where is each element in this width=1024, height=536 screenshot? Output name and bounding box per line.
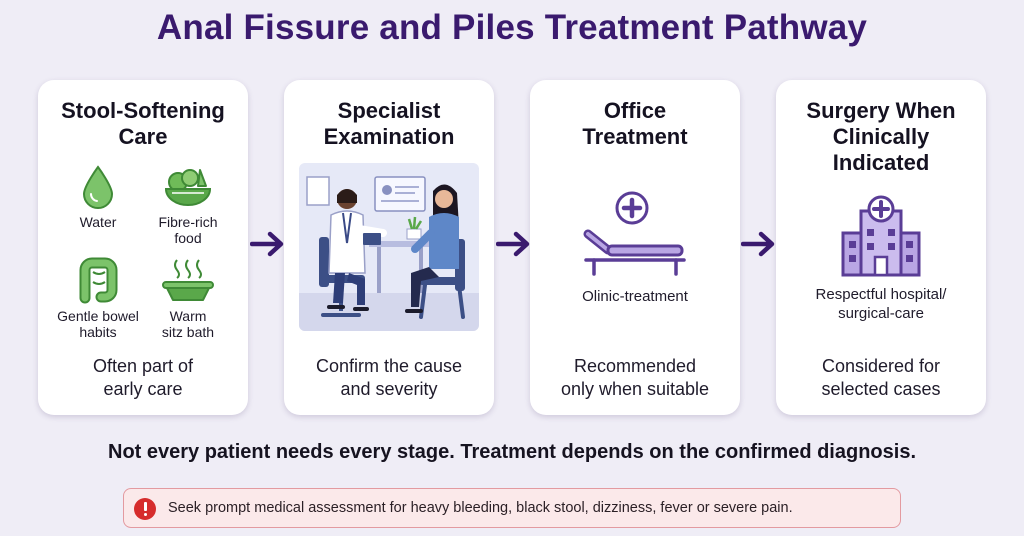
tip-label: Water: [79, 214, 117, 230]
tip-label-line2: habits: [79, 324, 117, 340]
stage-icon-label-line2: surgical-care: [838, 305, 924, 322]
tip-label-line2: food: [174, 230, 202, 246]
treatment-bed-icon: [530, 190, 740, 276]
tip-bowel-habits: Gentle bowel habits: [48, 256, 148, 340]
page-title: Anal Fissure and Piles Treatment Pathway: [156, 8, 868, 47]
tip-label-line1: Fibre-rich: [158, 214, 218, 230]
stage-title: Stool-Softening Care: [44, 98, 242, 150]
stage-foot-line2: selected cases: [821, 379, 941, 399]
stage-title: Office Treatment: [536, 98, 734, 150]
stage-foot-line2: early care: [103, 379, 183, 399]
water-drop-icon: [82, 165, 114, 209]
tip-water: Water: [48, 164, 148, 230]
stage-icon-label-line1: Respectful hospital/: [815, 286, 947, 303]
diagnosis-note: Not every patient needs every stage. Tre…: [108, 441, 916, 463]
stage-icon-label: Respectful hospital/ surgical-care: [782, 285, 980, 323]
warning-text: Seek prompt medical assessment for heavy…: [168, 500, 793, 516]
stage-title: Specialist Examination: [290, 98, 488, 150]
intestine-icon: [79, 257, 118, 304]
tip-label-line2: sitz bath: [161, 324, 215, 340]
stage-title-line2: Examination: [323, 124, 455, 149]
tip-sitz-bath: Warm sitz bath: [138, 256, 238, 340]
stage-title-line1: Office: [603, 98, 667, 123]
hospital-icon: [776, 195, 986, 277]
stage-title-line1: Surgery When: [806, 98, 956, 123]
stage-foot-line1: Often part of: [92, 356, 194, 376]
stage-foot-line1: Recommended: [573, 356, 697, 376]
stage-card-specialist-examination: Specialist Examination: [284, 80, 494, 415]
tip-label-line1: Warm: [169, 308, 207, 324]
stage-foot-line1: Confirm the cause: [315, 356, 463, 376]
stage-title-line2: Treatment: [582, 124, 688, 149]
stage-footnote: Considered for selected cases: [782, 355, 980, 401]
stage-foot-line2: and severity: [340, 379, 438, 399]
stage-title-line1: Specialist: [337, 98, 441, 123]
stage-footnote: Recommended only when suitable: [536, 355, 734, 401]
stage-title-line2: Clinically Indicated: [832, 124, 930, 175]
sitz-bath-icon: [162, 259, 214, 301]
warning-banner: Seek prompt medical assessment for heavy…: [123, 488, 901, 528]
stage-foot-line2: only when suitable: [560, 379, 710, 399]
tip-label-line1: Gentle bowel: [57, 308, 139, 324]
stage-title-line2: Care: [118, 124, 168, 149]
stage-title: Surgery When Clinically Indicated: [782, 98, 980, 176]
arrow-right-icon: [741, 231, 775, 257]
arrow-right-icon: [496, 231, 530, 257]
tip-fibre-food: Fibre-rich food: [138, 164, 238, 246]
stage-title-line1: Stool-Softening: [61, 98, 225, 123]
stage-card-stool-softening: Stool-Softening Care Water Fibre-rich fo…: [38, 80, 248, 415]
exclamation-icon: [134, 498, 156, 520]
arrow-right-icon: [250, 231, 284, 257]
stage-card-surgery: Surgery When Clinically Indicated Respec…: [776, 80, 986, 415]
stage-card-office-treatment: Office Treatment Olinic-treatment Recomm…: [530, 80, 740, 415]
doctor-consultation-illustration: [299, 163, 479, 331]
stage-footnote: Often part of early care: [44, 355, 242, 401]
stage-foot-line1: Considered for: [821, 356, 941, 376]
vegetables-bowl-icon: [164, 169, 212, 206]
stage-icon-label: Olinic-treatment: [582, 288, 688, 305]
stage-footnote: Confirm the cause and severity: [290, 355, 488, 401]
